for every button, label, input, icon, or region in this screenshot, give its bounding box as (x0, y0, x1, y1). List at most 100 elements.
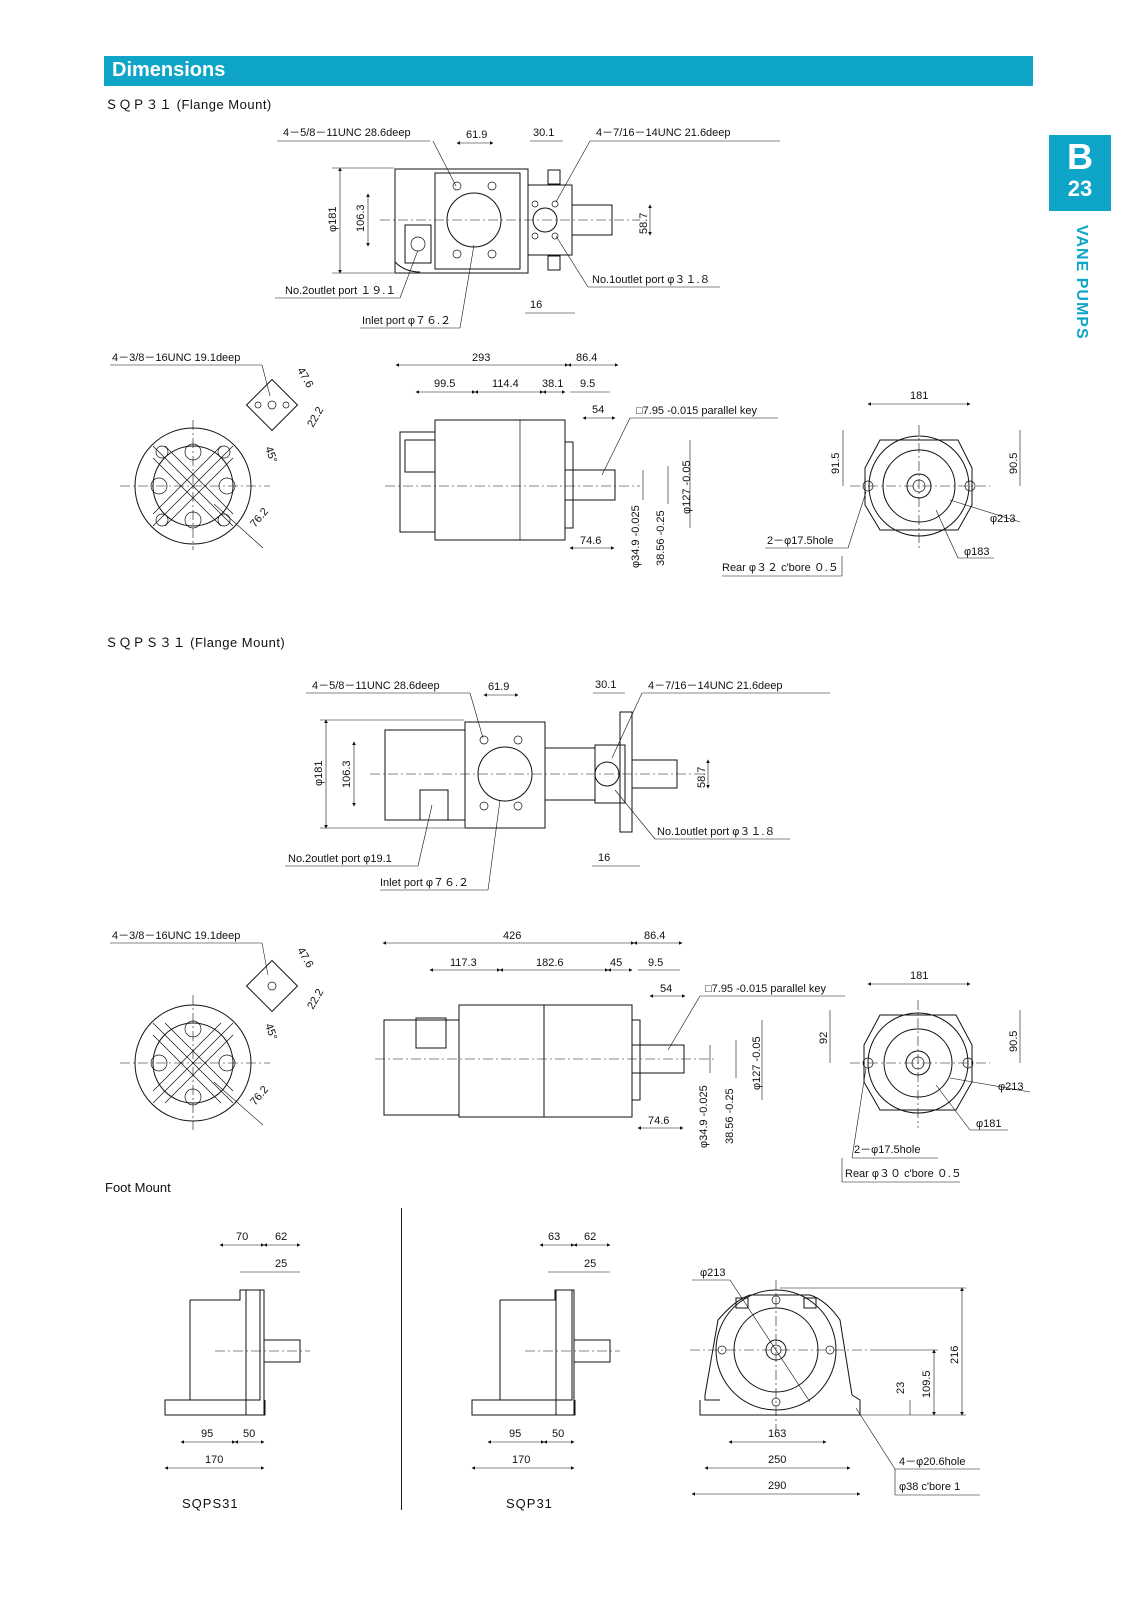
sqp31-hole: 2－φ17.5hole (767, 535, 833, 547)
sqp31-cbore: Rear φ３２ c'bore ０.５ (722, 562, 839, 574)
sqp31-no1: No.1outlet port φ３１.８ (592, 274, 710, 286)
foot-left-d50: 50 (243, 1428, 255, 1440)
sqps31-d349: φ34.9 -0.025 (698, 1085, 710, 1148)
sqps31-d1063: 106.3 (341, 760, 353, 788)
foot-right-view: φ213 216 23 109.5 163 250 290 4－φ20.6hol… (690, 1267, 980, 1496)
sqp31-d864: 86.4 (576, 352, 597, 364)
sqps31-d213: φ213 (998, 1081, 1024, 1093)
foot-mid-view: 63 62 25 95 50 170 SQP31 (471, 1231, 620, 1511)
sqp31-key: □7.95 -0.015 parallel key (636, 405, 757, 417)
foot-mid-d25: 25 (584, 1258, 596, 1270)
sqps31-d3856: 38.56 -0.25 (724, 1088, 736, 1144)
sqps31-d864: 86.4 (644, 930, 665, 942)
sqps31-d587: 58.7 (696, 767, 708, 788)
sqp31-d587: 58.7 (638, 213, 650, 234)
section-header-bar: Dimensions (104, 56, 1033, 86)
sqps31-key: □7.95 -0.015 parallel key (705, 983, 826, 995)
sqps31-d746: 74.6 (648, 1115, 669, 1127)
sqps31-cbore: Rear φ３０ c'bore ０.５ (845, 1168, 962, 1180)
foot-left-d25: 25 (275, 1258, 287, 1270)
sqps31-side-view: 426 86.4 117.3 182.6 45 9.5 54 □7.95 -0.… (375, 930, 845, 1148)
sqps31-end-view: 4－3/8－16UNC 19.1deep 47.6 22.2 45° 76.2 (110, 930, 326, 1130)
sqp31-d349: φ34.9 -0.025 (630, 505, 642, 568)
sqps31-d181b: φ181 (976, 1118, 1002, 1130)
sqp31-tap-left: 4－5/8－11UNC 28.6deep (283, 127, 411, 139)
sqp31-d127: φ127 -0.05 (681, 460, 693, 514)
sqps31-d95: 9.5 (648, 957, 663, 969)
sqp31-d293: 293 (472, 352, 490, 364)
sqp31-end-view: 4－3/8－16UNC 19.1deep 47.6 22.2 45° 76.2 (110, 352, 326, 550)
foot-right-d213: φ213 (700, 1267, 726, 1279)
sqps31-d301: 30.1 (595, 679, 616, 691)
sqp31-d222: 22.2 (305, 405, 326, 430)
sqp31-d16: 16 (530, 299, 542, 311)
sqp31-section-title: ＳＱＰ３１ (Flange Mount) (105, 97, 272, 112)
sqp31-d762: 76.2 (248, 506, 271, 530)
section-header-title: Dimensions (112, 59, 226, 81)
sqps31-hole: 2－φ17.5hole (854, 1144, 920, 1156)
sqp31-no2: No.2outlet port １９.１ (285, 285, 396, 297)
sqp31-d301: 30.1 (533, 127, 554, 139)
foot-left-name: SQPS31 (182, 1496, 239, 1511)
foot-divider (401, 1208, 402, 1510)
sqps31-inlet: Inlet port φ７６.２ (380, 877, 469, 889)
sqp31-tap-right: 4－7/16－14UNC 21.6deep (596, 127, 731, 139)
foot-left-view: 70 62 25 95 50 170 SQPS31 (164, 1231, 310, 1511)
foot-mid-d62: 62 (584, 1231, 596, 1243)
sqp31-rear-d181: 181 (910, 390, 928, 402)
chapter-letter: B (1067, 136, 1093, 177)
sqps31-d619: 61.9 (488, 681, 509, 693)
foot-mount-title: Foot Mount (105, 1180, 171, 1195)
sqp31-side-view: 293 86.4 99.5 114.4 38.1 9.5 54 □7.95 -0… (385, 352, 778, 568)
foot-mid-d50: 50 (552, 1428, 564, 1440)
sqp31-d995: 99.5 (434, 378, 455, 390)
sqps31-tap-left: 4－5/8－11UNC 28.6deep (312, 680, 440, 692)
sqps31-d762: 76.2 (248, 1084, 271, 1108)
page-number: 23 (1067, 176, 1093, 201)
sqps31-front-view: φ181 106.3 58.7 4－5/8－11UNC 28.6deep 61.… (285, 679, 830, 891)
foot-right-cbore: φ38 c'bore 1 (899, 1481, 960, 1493)
sqp31-d915: 91.5 (830, 453, 842, 474)
sqps31-d127: φ127 -0.05 (751, 1036, 763, 1090)
sqp31-rear-view: 181 91.5 90.5 φ213 φ183 2－φ17.5hole Rear… (722, 390, 1021, 577)
sqps31-section-title: ＳＱＰＳ３１ (Flange Mount) (105, 635, 286, 650)
foot-right-hole: 4－φ20.6hole (899, 1456, 965, 1468)
foot-right-d216: 216 (949, 1346, 961, 1364)
sqps31-side-tap: 4－3/8－16UNC 19.1deep (112, 930, 240, 942)
sqp31-d213: φ213 (990, 513, 1016, 525)
sqps31-d476: 47.6 (294, 946, 315, 971)
sqp31-d95: 9.5 (580, 378, 595, 390)
foot-right-d163: 163 (768, 1428, 786, 1440)
foot-mid-d95: 95 (509, 1428, 521, 1440)
sqps31-d1173: 117.3 (450, 957, 477, 969)
foot-left-d62: 62 (275, 1231, 287, 1243)
sqp31-d3856: 38.56 -0.25 (655, 510, 667, 566)
sqp31-d54: 54 (592, 404, 604, 416)
chapter-tab: B 23 (1049, 135, 1111, 211)
sqps31-rear-d181: 181 (910, 970, 928, 982)
sqps31-d426: 426 (503, 930, 521, 942)
sqps31-d45b: 45 (610, 957, 622, 969)
sqps31-d92: 92 (818, 1032, 830, 1044)
sqps31-tap-right: 4－7/16－14UNC 21.6deep (648, 680, 783, 692)
sqp31-inlet: Inlet port φ７６.２ (362, 315, 451, 327)
foot-left-d95: 95 (201, 1428, 213, 1440)
sqps31-d222: 22.2 (305, 987, 326, 1012)
sqps31-no2: No.2outlet port φ19.1 (288, 853, 392, 865)
sqps31-d1826: 182.6 (536, 957, 564, 969)
foot-mid-d63: 63 (548, 1231, 560, 1243)
sqps31-d16: 16 (598, 852, 610, 864)
foot-left-d70: 70 (236, 1231, 248, 1243)
sqp31-d183: φ183 (964, 546, 990, 558)
sqp31-d905: 90.5 (1008, 453, 1020, 474)
sqps31-rear-view: 181 92 90.5 φ213 φ181 2－φ17.5hole Rear φ… (818, 970, 1031, 1183)
sqp31-d1144: 114.4 (492, 378, 519, 390)
sqps31-no1: No.1outlet port φ３１.８ (657, 826, 775, 838)
foot-right-d290: 290 (768, 1480, 786, 1492)
sqp31-d1063: 106.3 (355, 204, 367, 232)
sqp31-d746: 74.6 (580, 535, 601, 547)
foot-right-d250: 250 (768, 1454, 786, 1466)
foot-mid-d170: 170 (512, 1454, 530, 1466)
sqps31-d181: φ181 (313, 761, 325, 787)
